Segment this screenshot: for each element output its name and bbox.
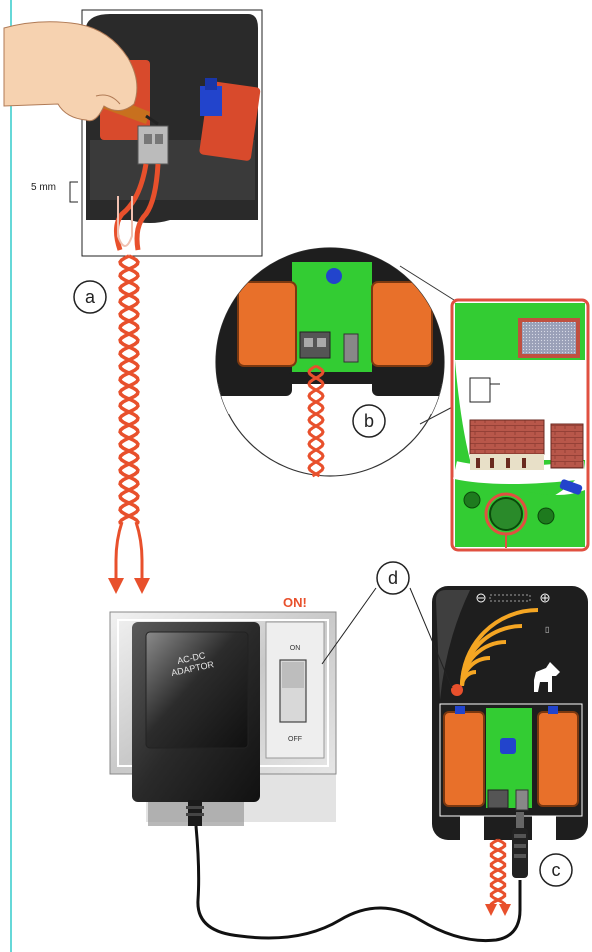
strip-length-bracket [70,182,78,202]
callout-c-label: c [552,860,561,880]
switch-on-label: ON [290,645,301,652]
callout-c: c [540,854,572,886]
callout-b: b [353,405,385,437]
ac-dc-adaptor: AC-DC ADAPTOR [132,622,260,826]
callout-a: a [74,281,106,313]
zoom-detail-circle [210,248,462,476]
twisted-wire-c [491,840,504,906]
callout-b-label: b [364,411,374,431]
switch-off-label: OFF [288,736,302,743]
twisted-wire-a [120,256,138,524]
wall-switch[interactable]: ON OFF [266,622,324,758]
power-cable [196,826,520,941]
terminal-wiring-panel: 5 mm [4,10,262,256]
transmitter-device: ▯ [432,586,588,840]
led-indicator [451,684,463,696]
callout-d-label: d [388,568,398,588]
strip-length-label: 5 mm [31,182,56,193]
switch-status-label: ON! [283,595,307,610]
wire-arrows-to-switch [108,522,150,594]
speaker-icon: ▯ [545,625,549,634]
site-plan-map [452,300,588,550]
callout-a-label: a [85,287,96,307]
